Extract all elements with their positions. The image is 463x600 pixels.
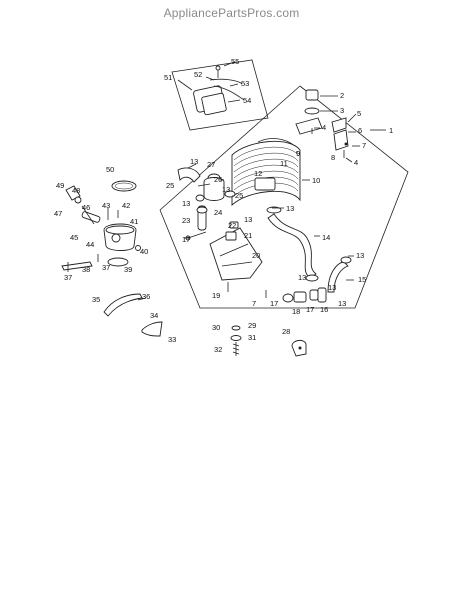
callout-52: 52 [194,70,202,79]
callout-38: 38 [82,265,90,274]
callout-4a: 4 [322,123,326,132]
callout-51: 51 [164,73,172,82]
callout-31: 31 [248,333,256,342]
callout-19: 19 [212,291,220,300]
callout-18: 18 [292,307,300,316]
top-right-fittings [295,89,349,158]
callout-13h: 13 [338,299,346,308]
callout-22: 22 [228,221,236,230]
left-center-fittings [177,167,236,231]
hardware-29-32 [230,325,242,356]
callout-15: 15 [358,275,366,284]
heat-exchanger-coil [231,138,301,207]
callout-6: 6 [358,126,362,135]
callout-25a: 25 [166,181,174,190]
callout-13e: 13 [286,204,294,213]
callout-53: 53 [241,79,249,88]
callout-41: 41 [130,217,138,226]
callout-13i: 13 [328,283,336,292]
callout-27: 27 [207,160,215,169]
callout-44: 44 [86,240,94,249]
callout-43: 43 [102,201,110,210]
hose-connectors [282,287,327,303]
callout-54: 54 [243,96,251,105]
mounting-bracket [185,221,263,281]
pipe-15 [327,256,352,293]
screws [227,282,267,298]
callout-46: 46 [82,203,90,212]
callout-34: 34 [150,311,158,320]
callout-5: 5 [357,109,361,118]
callout-17c: 17 [306,305,314,314]
callout-8: 8 [331,153,335,162]
callout-23: 23 [182,216,190,225]
callout-25b: 25 [235,191,243,200]
callout-20: 20 [252,251,260,260]
callout-7b: 7 [252,299,256,308]
callout-13f: 13 [356,251,364,260]
callout-1: 1 [389,126,393,135]
callout-40: 40 [140,247,148,256]
callout-13b: 13 [222,185,230,194]
callout-2: 2 [340,91,344,100]
callout-55: 55 [231,57,239,66]
pipe-14 [266,206,319,282]
callout-33: 33 [168,335,176,344]
callout-17a: 17 [182,235,190,244]
callout-26: 26 [214,175,222,184]
callout-47: 47 [54,209,62,218]
left-pump-assembly [61,180,141,272]
callout-13a: 13 [190,157,198,166]
callout-32: 32 [214,345,222,354]
callout-28: 28 [282,327,290,336]
callout-37b: 37 [64,273,72,282]
callout-49: 49 [56,181,64,190]
callout-13d: 13 [244,215,252,224]
callout-36: 36 [142,292,150,301]
callout-3: 3 [340,106,344,115]
callout-labels: 55 52 53 54 51 2 3 4 5 6 1 7 8 4 9 11 12… [54,57,393,354]
clip-28 [291,339,307,357]
callout-10: 10 [312,176,320,185]
callout-37a: 37 [102,263,110,272]
callout-7a: 7 [362,141,366,150]
callout-11: 11 [280,159,288,168]
callout-13c: 13 [182,199,190,208]
callout-17b: 17 [270,299,278,308]
callout-42: 42 [122,201,130,210]
callout-12: 12 [254,169,262,178]
callout-4b: 4 [354,158,358,167]
callout-39: 39 [124,265,132,274]
callout-16: 16 [320,305,328,314]
callout-13g: 13 [298,273,306,282]
callout-35: 35 [92,295,100,304]
callout-29: 29 [248,321,256,330]
callout-24: 24 [214,208,222,217]
callout-9: 9 [296,149,300,158]
site-watermark: AppliancePartsPros.com [163,6,300,20]
callout-48: 48 [72,186,80,195]
callout-50: 50 [106,165,114,174]
leader-lines [177,61,386,281]
callout-30: 30 [212,323,220,332]
parts-33-36 [103,293,163,337]
main-assembly-outline [159,85,409,309]
inset-box-51 [171,59,269,131]
callout-21: 21 [244,231,252,240]
callout-14: 14 [322,233,330,242]
callout-45: 45 [70,233,78,242]
